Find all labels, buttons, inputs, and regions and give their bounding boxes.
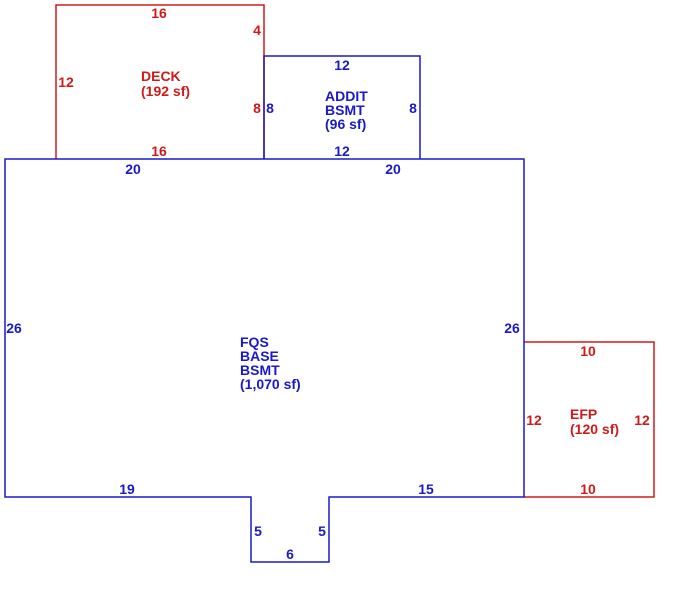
- main-area: (1,070 sf): [240, 376, 301, 392]
- dim-main-bottom-left: 19: [119, 481, 135, 497]
- dim-addit-bottom: 12: [334, 143, 350, 159]
- deck-label: DECK: [141, 68, 181, 84]
- dim-addit-right: 8: [409, 100, 417, 116]
- dim-deck-top: 16: [151, 5, 167, 21]
- efp-outline: [524, 341, 655, 498]
- dim-main-right: 26: [504, 320, 520, 336]
- dim-efp-left: 12: [526, 412, 542, 428]
- dim-deck-bottom: 16: [151, 143, 167, 159]
- dim-deck-right-top: 4: [253, 22, 261, 38]
- addit-label-line2: BSMT: [325, 102, 365, 118]
- addit-outline: [263, 55, 421, 159]
- dim-notch-left: 5: [254, 523, 262, 539]
- main-label-line1: FQS: [240, 334, 269, 350]
- dim-addit-top: 12: [334, 57, 350, 73]
- efp-label: EFP: [570, 406, 597, 422]
- dim-notch-right: 5: [318, 523, 326, 539]
- dim-efp-top: 10: [580, 343, 596, 359]
- addit-label-line1: ADDIT: [325, 88, 368, 104]
- dim-deck-left: 12: [58, 74, 74, 90]
- deck-area: (192 sf): [141, 83, 190, 99]
- dim-efp-right: 12: [634, 412, 650, 428]
- dim-efp-bottom: 10: [580, 481, 596, 497]
- main-label-line2: BASE: [240, 348, 279, 364]
- dim-addit-left: 8: [266, 100, 274, 116]
- efp-area: (120 sf): [570, 421, 619, 437]
- dim-deck-right: 8: [253, 100, 261, 116]
- dim-main-left: 26: [6, 320, 22, 336]
- main-outline: [4, 158, 525, 563]
- dim-main-bottom-right: 15: [418, 481, 434, 497]
- dim-main-top-left: 20: [125, 161, 141, 177]
- dim-main-top-right: 20: [385, 161, 401, 177]
- main-label-line3: BSMT: [240, 362, 280, 378]
- addit-area: (96 sf): [325, 116, 366, 132]
- dim-notch-bottom: 6: [286, 546, 294, 562]
